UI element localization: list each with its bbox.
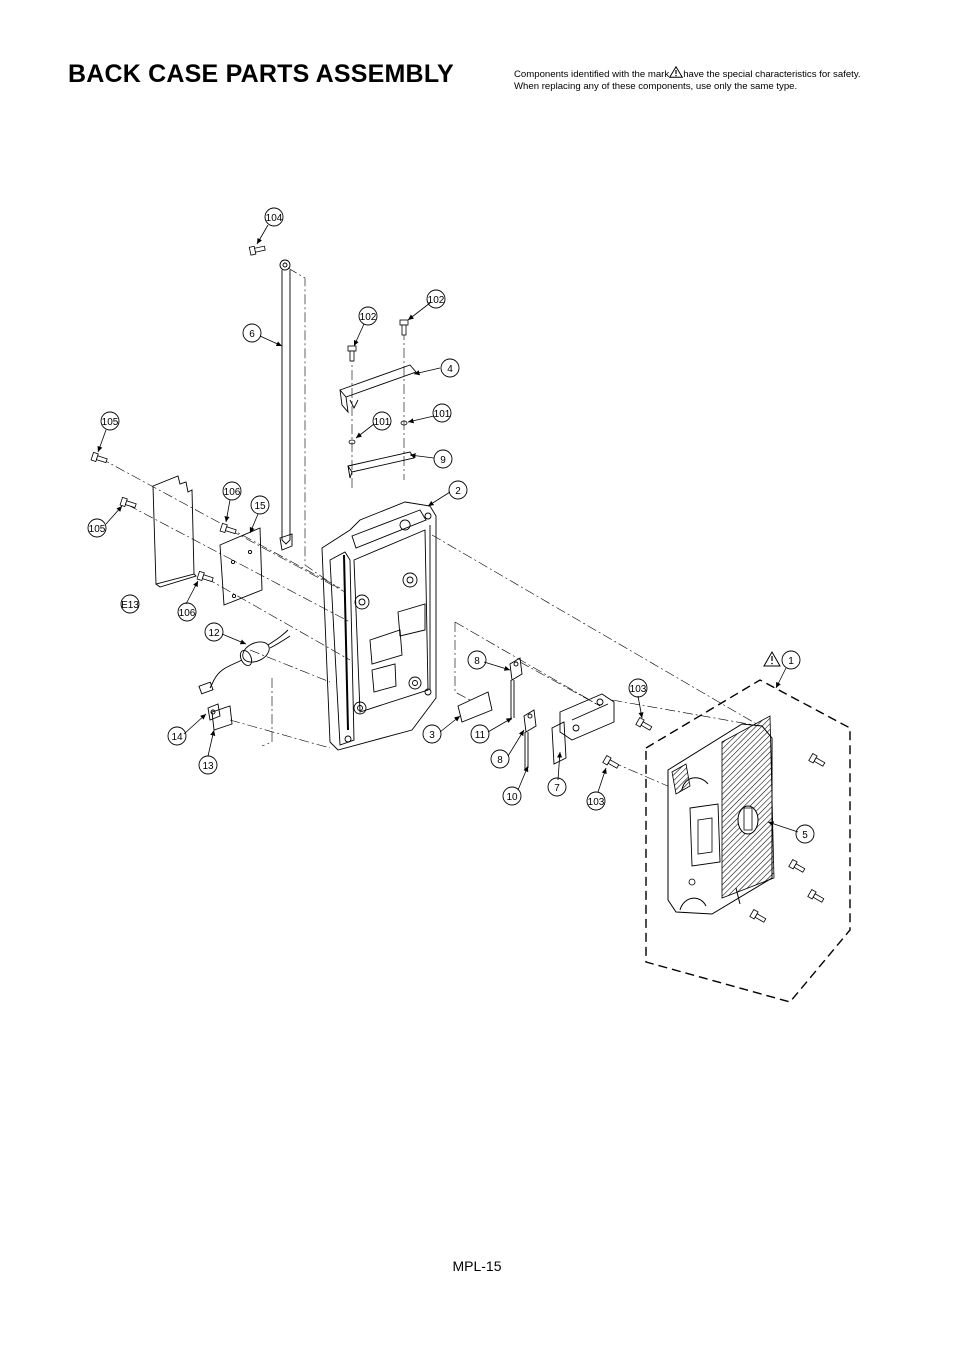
svg-text:104: 104 bbox=[266, 213, 283, 224]
callout-11: 11 bbox=[470, 724, 490, 744]
leader-lines bbox=[97, 224, 799, 833]
page-number: MPL-15 bbox=[452, 1258, 502, 1274]
contact-8-upper bbox=[509, 657, 523, 720]
svg-text:6: 6 bbox=[249, 329, 255, 340]
svg-text:106: 106 bbox=[224, 487, 241, 498]
callout-8-lower: 8 bbox=[490, 749, 510, 769]
callout-106-lower: 106 bbox=[177, 602, 197, 622]
svg-text:101: 101 bbox=[434, 409, 451, 420]
svg-text:9: 9 bbox=[440, 455, 446, 466]
ferrite-cable-12 bbox=[198, 629, 291, 695]
svg-text:14: 14 bbox=[171, 732, 183, 743]
callout-5: 5 bbox=[795, 824, 815, 844]
svg-text:11: 11 bbox=[475, 730, 486, 741]
svg-text:106: 106 bbox=[179, 608, 196, 619]
callout-e13: E13 bbox=[120, 594, 140, 614]
contact-8-lower bbox=[523, 709, 537, 770]
svg-text:8: 8 bbox=[474, 656, 480, 667]
terminal-block-7 bbox=[551, 693, 615, 765]
svg-text:13: 13 bbox=[202, 761, 214, 772]
board-15 bbox=[219, 527, 263, 606]
callout-8-upper: 8 bbox=[467, 650, 487, 670]
callout-105-upper: 105 bbox=[100, 411, 120, 431]
warning-triangle-icon bbox=[763, 650, 781, 667]
callout-103-upper: 103 bbox=[628, 678, 648, 698]
svg-text:8: 8 bbox=[497, 755, 503, 766]
safety-note-text-3: When replacing any of these components, … bbox=[514, 81, 798, 92]
svg-text:7: 7 bbox=[554, 783, 560, 794]
callout-13: 13 bbox=[198, 755, 218, 775]
holder-13 bbox=[207, 703, 233, 731]
svg-text:4: 4 bbox=[447, 364, 453, 375]
battery-mount-1 bbox=[645, 679, 851, 1003]
callout-10: 10 bbox=[502, 786, 522, 806]
warning-triangle-icon bbox=[669, 66, 684, 78]
callout-101-left: 101 bbox=[372, 411, 392, 431]
svg-text:102: 102 bbox=[428, 295, 445, 306]
board-3 bbox=[457, 691, 493, 723]
svg-text:105: 105 bbox=[102, 417, 119, 428]
svg-text:3: 3 bbox=[429, 730, 435, 741]
callout-7: 7 bbox=[547, 777, 567, 797]
svg-text:E13: E13 bbox=[121, 600, 139, 611]
svg-text:12: 12 bbox=[208, 628, 220, 639]
svg-text:1: 1 bbox=[788, 656, 794, 667]
svg-text:101: 101 bbox=[374, 417, 391, 428]
screws bbox=[90, 245, 826, 923]
callout-106-upper: 106 bbox=[222, 481, 242, 501]
svg-text:103: 103 bbox=[588, 797, 605, 808]
callout-103-lower: 103 bbox=[586, 791, 606, 811]
svg-text:5: 5 bbox=[802, 830, 808, 841]
page-title: BACK CASE PARTS ASSEMBLY bbox=[68, 60, 454, 88]
callout-15: 15 bbox=[250, 495, 270, 515]
callout-102-left: 102 bbox=[358, 306, 378, 326]
callout-101-right: 101 bbox=[432, 403, 452, 423]
board-e13 bbox=[152, 475, 197, 588]
svg-text:10: 10 bbox=[506, 792, 518, 803]
callout-104: 104 bbox=[264, 207, 284, 227]
callout-1: 1 bbox=[781, 650, 801, 670]
callout-9: 9 bbox=[433, 449, 453, 469]
safety-note-text-1: Components identified with the mark bbox=[514, 69, 670, 80]
ground-rod-6 bbox=[279, 259, 293, 551]
svg-text:102: 102 bbox=[360, 312, 377, 323]
svg-text:105: 105 bbox=[89, 524, 106, 535]
guide-lines bbox=[99, 267, 761, 801]
svg-text:15: 15 bbox=[254, 501, 266, 512]
callout-14: 14 bbox=[167, 726, 187, 746]
plate-4 bbox=[339, 364, 417, 414]
callout-2: 2 bbox=[448, 480, 468, 500]
back-case-frame bbox=[321, 501, 437, 751]
washers-101 bbox=[348, 420, 408, 445]
svg-text:2: 2 bbox=[455, 486, 461, 497]
safety-note: Components identified with the mark have … bbox=[514, 66, 861, 93]
svg-text:103: 103 bbox=[630, 684, 647, 695]
callout-12: 12 bbox=[204, 622, 224, 642]
safety-note-text-2: have the special characteristics for saf… bbox=[683, 69, 861, 80]
callout-3: 3 bbox=[422, 724, 442, 744]
callout-102-right: 102 bbox=[426, 289, 446, 309]
callout-6: 6 bbox=[242, 323, 262, 343]
callout-105-lower: 105 bbox=[87, 518, 107, 538]
callout-4: 4 bbox=[440, 358, 460, 378]
